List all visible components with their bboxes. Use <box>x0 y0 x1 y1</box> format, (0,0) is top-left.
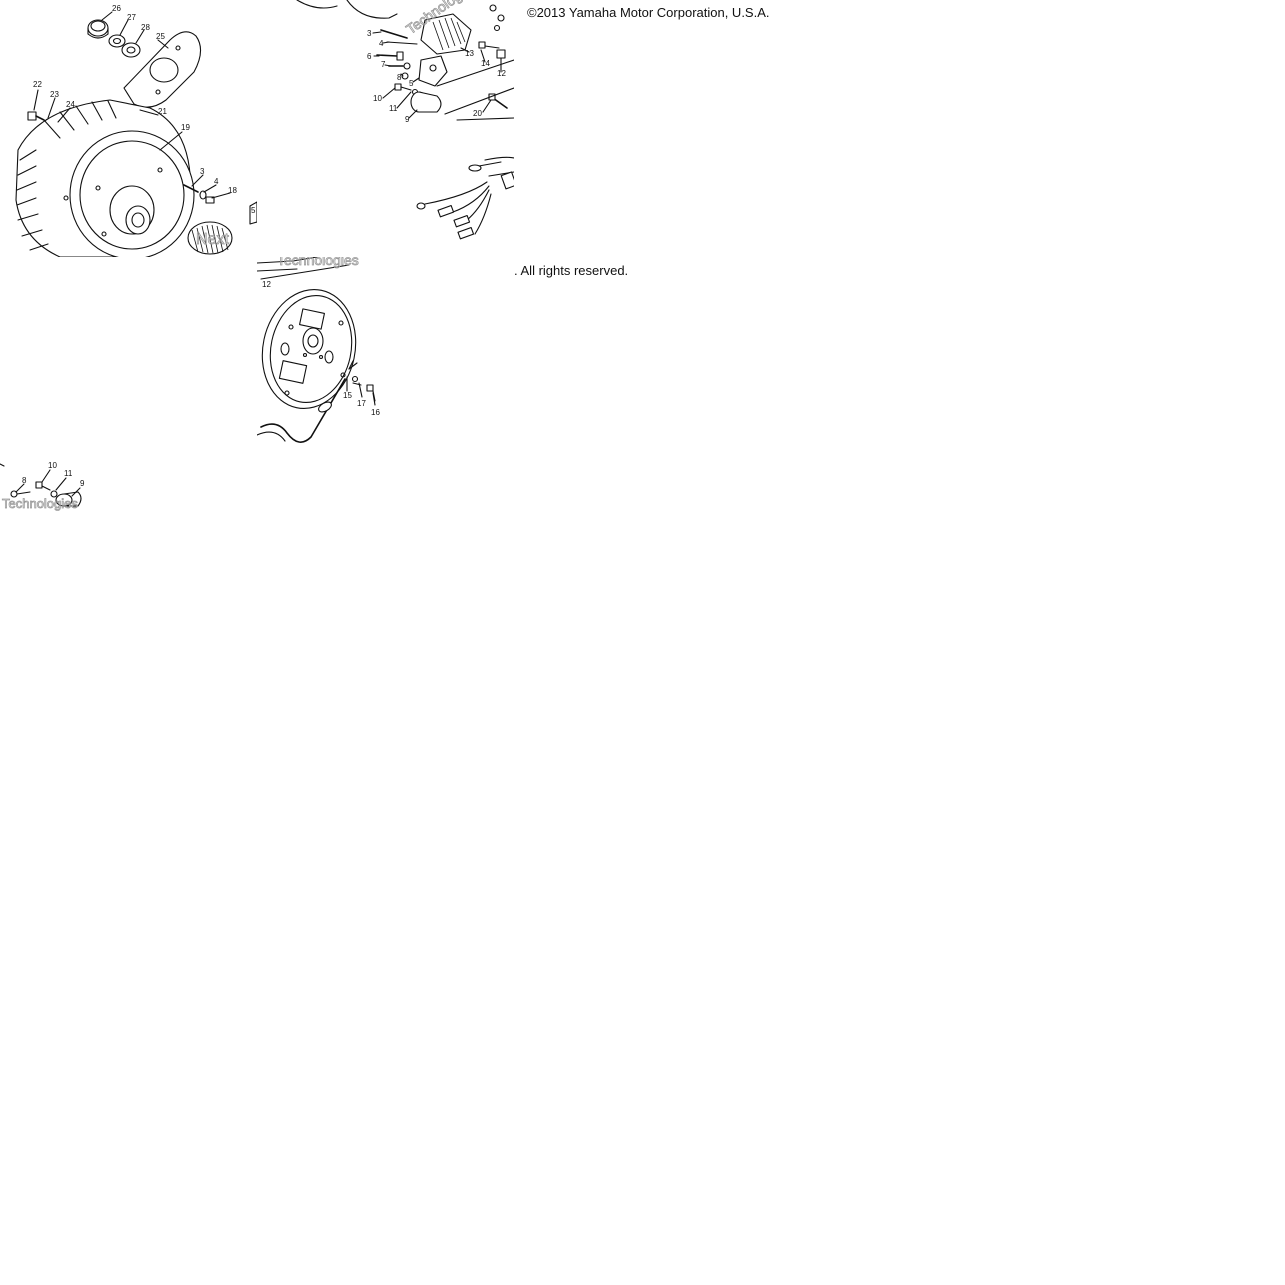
callout-11: 11 <box>64 469 73 478</box>
callout-5: 5 <box>409 79 414 88</box>
callout-28: 28 <box>141 23 150 32</box>
watermark-text: Technologies <box>2 496 78 511</box>
flywheel-diagram: 26 27 28 25 22 23 24 21 19 3 4 18 5 Next <box>15 4 257 257</box>
callout-15: 15 <box>343 391 352 400</box>
spacer-part <box>121 42 141 58</box>
callout-12: 12 <box>262 280 271 289</box>
callout-22: 22 <box>33 80 42 89</box>
callout-9: 9 <box>405 115 410 124</box>
callout-24: 24 <box>66 100 75 109</box>
callout-13: 13 <box>465 49 474 58</box>
nut-part <box>87 19 109 39</box>
stator-plate-part <box>261 288 357 410</box>
cable-part <box>257 360 358 443</box>
washer-part <box>108 34 126 48</box>
callout-5: 5 <box>251 206 256 215</box>
callout-8: 8 <box>397 73 402 82</box>
callout-12: 12 <box>497 69 506 78</box>
callout-9: 9 <box>80 479 85 488</box>
callout-20: 20 <box>473 109 482 118</box>
coil-assembly-diagram: 3 4 6 7 8 5 10 11 9 13 14 12 20 Technolo… <box>296 0 514 240</box>
condenser-part <box>410 91 442 113</box>
watermark-text: Next <box>196 231 229 248</box>
stator-plate-diagram: 12 15 17 16 Technologies <box>257 257 380 443</box>
callout-27: 27 <box>127 13 136 22</box>
callout-26: 26 <box>112 4 121 13</box>
flywheel-diagram-tile: 26 27 28 25 22 23 24 21 19 3 4 18 5 Next <box>0 0 257 257</box>
callout-4: 4 <box>214 177 219 186</box>
callout-8: 8 <box>22 476 27 485</box>
callout-7: 7 <box>381 60 386 69</box>
callout-16: 16 <box>371 408 380 417</box>
callout-4: 4 <box>379 39 384 48</box>
coil-assembly-tile: 3 4 6 7 8 5 10 11 9 13 14 12 20 Technolo… <box>257 0 514 257</box>
watermark-text: Technologies <box>277 257 359 268</box>
callout-19: 19 <box>181 123 190 132</box>
callout-11: 11 <box>389 104 398 113</box>
callout-23: 23 <box>50 90 59 99</box>
callout-21: 21 <box>158 107 167 116</box>
callout-3: 3 <box>367 29 372 38</box>
callout-10: 10 <box>373 94 382 103</box>
flywheel-part <box>15 99 195 257</box>
wire-harness-part <box>416 156 514 240</box>
fastener-fragment-diagram: 10 8 11 9 Technologies <box>0 461 85 511</box>
callout-10: 10 <box>48 461 57 470</box>
callout-14: 14 <box>481 59 490 68</box>
callout-18: 18 <box>228 186 237 195</box>
coil-part <box>187 221 233 255</box>
callout-25: 25 <box>156 32 165 41</box>
fastener-fragment-tile: 10 8 11 9 Technologies <box>0 450 106 514</box>
callout-17: 17 <box>357 399 366 408</box>
callout-3: 3 <box>200 167 205 176</box>
copyright-line-2: . All rights reserved. <box>514 263 629 278</box>
stator-plate-tile: 12 15 17 16 Technologies <box>257 257 385 450</box>
copyright-line-1: ©2013 Yamaha Motor Corporation, U.S.A. <box>527 5 770 20</box>
callout-6: 6 <box>367 52 372 61</box>
